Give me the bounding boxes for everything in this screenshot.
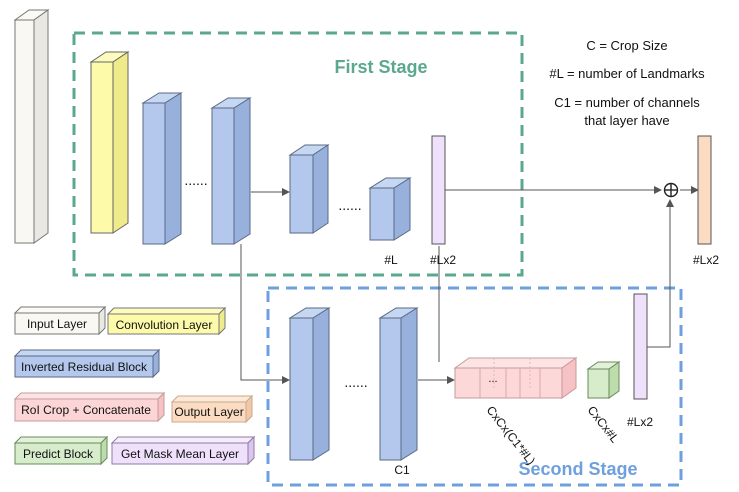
legend: Input Layer Convolution Layer Inverted R… xyxy=(13,305,256,466)
output-layer-block xyxy=(697,135,712,245)
legend-convolution-layer-text: Convolution Layer xyxy=(116,318,213,332)
note-channels-line1: C1 = number of channels xyxy=(554,95,700,110)
ellipsis-roi: ... xyxy=(488,373,497,385)
inverted-residual-block-2 xyxy=(210,97,252,245)
legend-roi-crop-text: RoI Crop + Concatenate xyxy=(21,403,151,417)
inverted-residual-block-3 xyxy=(288,144,330,234)
legend-inverted-residual-block-text: Inverted Residual Block xyxy=(21,360,148,374)
ellipsis-stage2: ...... xyxy=(344,374,367,390)
legend-input-layer: Input Layer xyxy=(13,305,107,336)
arrow-stage2-to-sum xyxy=(647,199,674,348)
label-first-lx2: #Lx2 xyxy=(430,253,456,267)
first-stage-title: First Stage xyxy=(334,57,427,77)
legend-output-layer: Output Layer xyxy=(170,394,254,424)
note-channels-line2: that layer have xyxy=(584,113,669,128)
legend-mask-mean-layer-text: Get Mask Mean Layer xyxy=(121,447,239,461)
ellipsis-stage1-a: ...... xyxy=(184,172,207,188)
legend-input-layer-text: Input Layer xyxy=(27,317,87,331)
legend-mask-mean-layer: Get Mask Mean Layer xyxy=(110,435,256,466)
legend-convolution-layer: Convolution Layer xyxy=(106,306,227,336)
legend-roi-crop: RoI Crop + Concatenate xyxy=(13,391,166,423)
legend-predict-block-text: Predict Block xyxy=(23,447,94,461)
label-output-lx2: #Lx2 xyxy=(693,253,719,267)
mask-mean-layer-stage1 xyxy=(431,135,446,245)
first-stage-box xyxy=(72,31,524,277)
label-second-lx2: #Lx2 xyxy=(627,415,653,429)
predict-block xyxy=(586,361,621,399)
label-cxcx-l: CxCx#L xyxy=(585,403,623,446)
ellipsis-stage1-b: ...... xyxy=(338,197,361,213)
sum-node xyxy=(663,182,679,198)
inverted-residual-block-5 xyxy=(288,307,331,461)
legend-predict-block: Predict Block xyxy=(13,435,109,466)
legend-inverted-residual-block: Inverted Residual Block xyxy=(13,348,161,379)
label-c1: C1 xyxy=(394,463,410,477)
arrow-into-stage2 xyxy=(240,244,290,384)
note-crop-size: C = Crop Size xyxy=(586,38,667,53)
second-stage-box xyxy=(266,286,683,487)
label-first-l: #L xyxy=(384,253,398,267)
convolution-block xyxy=(89,51,130,234)
connectors xyxy=(240,186,699,384)
second-stage-title: Second Stage xyxy=(518,459,637,479)
note-landmarks: #L = number of Landmarks xyxy=(549,66,705,81)
label-cxcx-c1l: CxCx(C1*#L) xyxy=(484,403,539,467)
inverted-residual-block-1 xyxy=(141,92,183,245)
roi-crop-block xyxy=(453,357,578,399)
inverted-residual-block-4 xyxy=(368,177,412,241)
input-layer-block xyxy=(13,9,50,244)
legend-output-layer-text: Output Layer xyxy=(174,405,243,419)
mask-mean-layer-stage2 xyxy=(633,293,648,400)
inverted-residual-block-6 xyxy=(378,307,419,461)
